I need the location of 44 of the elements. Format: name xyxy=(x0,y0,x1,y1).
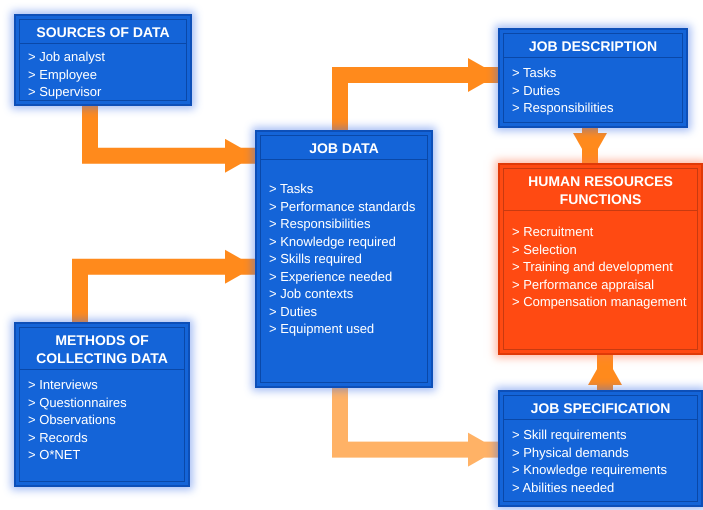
list-item: > Compensation management xyxy=(512,293,688,311)
info-box xyxy=(498,28,688,128)
list-item: > Employee xyxy=(28,66,98,84)
list-item: > Duties xyxy=(512,82,562,100)
list-item: > Recruitment xyxy=(512,223,594,241)
box-heading: JOB DATA xyxy=(261,136,427,160)
box-heading: JOB SPECIFICATION xyxy=(504,396,697,420)
list-item: > Skill requirements xyxy=(512,426,628,444)
list-item: > Selection xyxy=(512,240,578,258)
info-box xyxy=(498,390,703,507)
arrow xyxy=(573,128,607,163)
list-item: > Responsibilities xyxy=(512,99,615,117)
list-item: > Knowledge required xyxy=(269,232,397,250)
list-item: > O*NET xyxy=(28,446,82,464)
arrow xyxy=(332,388,498,467)
list-item: > Abilities needed xyxy=(512,478,616,496)
list-item: > Records xyxy=(28,428,89,446)
list-item: > Tasks xyxy=(512,64,558,82)
list-item: > Equipment used xyxy=(269,320,376,338)
info-box xyxy=(14,14,192,106)
list-item: > Questionnaires xyxy=(28,394,128,412)
list-item: > Job contexts xyxy=(269,285,354,303)
list-item: > Physical demands xyxy=(512,444,630,462)
info-box xyxy=(255,130,433,388)
list-item: > Responsibilities xyxy=(269,215,372,233)
list-item: > Experience needed xyxy=(269,268,394,286)
arrow xyxy=(588,355,622,390)
info-box xyxy=(14,322,190,487)
list-item: > Interviews xyxy=(28,376,99,394)
list-item: > Tasks xyxy=(269,180,314,198)
list-item: > Knowledge requirements xyxy=(512,461,668,479)
box-heading: HUMAN RESOURCES FUNCTIONS xyxy=(504,169,697,212)
box-heading: SOURCES OF DATA xyxy=(20,20,186,44)
box-heading: METHODS OF COLLECTING DATA xyxy=(20,328,184,370)
list-item: > Performance appraisal xyxy=(512,276,655,294)
list-item: > Job analyst xyxy=(28,48,106,66)
list-item: > Performance standards xyxy=(269,198,416,216)
list-item: > Duties xyxy=(269,302,318,320)
list-item: > Supervisor xyxy=(28,83,102,101)
list-item: > Training and development xyxy=(512,258,674,276)
list-item: > Skills required xyxy=(269,250,363,268)
info-box xyxy=(498,163,703,355)
list-item: > Observations xyxy=(28,411,117,429)
box-heading: JOB DESCRIPTION xyxy=(504,34,682,58)
